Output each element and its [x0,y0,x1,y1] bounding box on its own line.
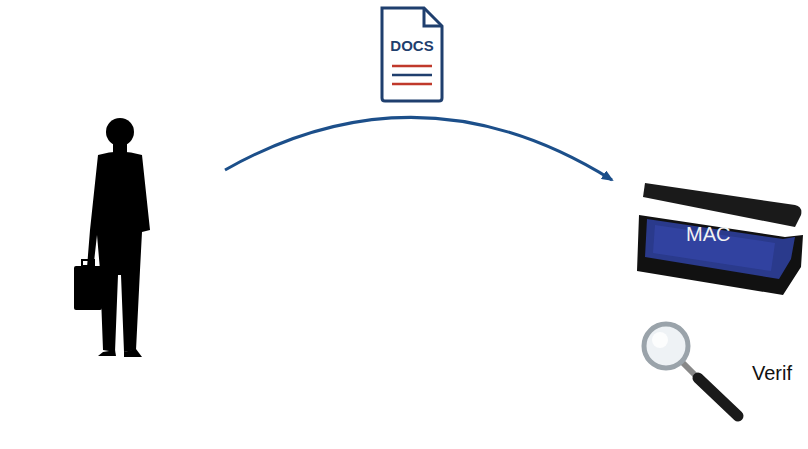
node-label: Verif [752,362,808,385]
document-icon: DOCS [378,5,446,103]
magnifier-icon: Verif [640,320,800,425]
ink-pad: MAC [635,175,807,297]
node-label: MAC [686,223,756,246]
document-icon-outline [378,5,446,103]
node-label: DOCS [378,37,446,54]
businessman-silhouette [74,118,150,357]
flow-arrow [225,117,612,180]
